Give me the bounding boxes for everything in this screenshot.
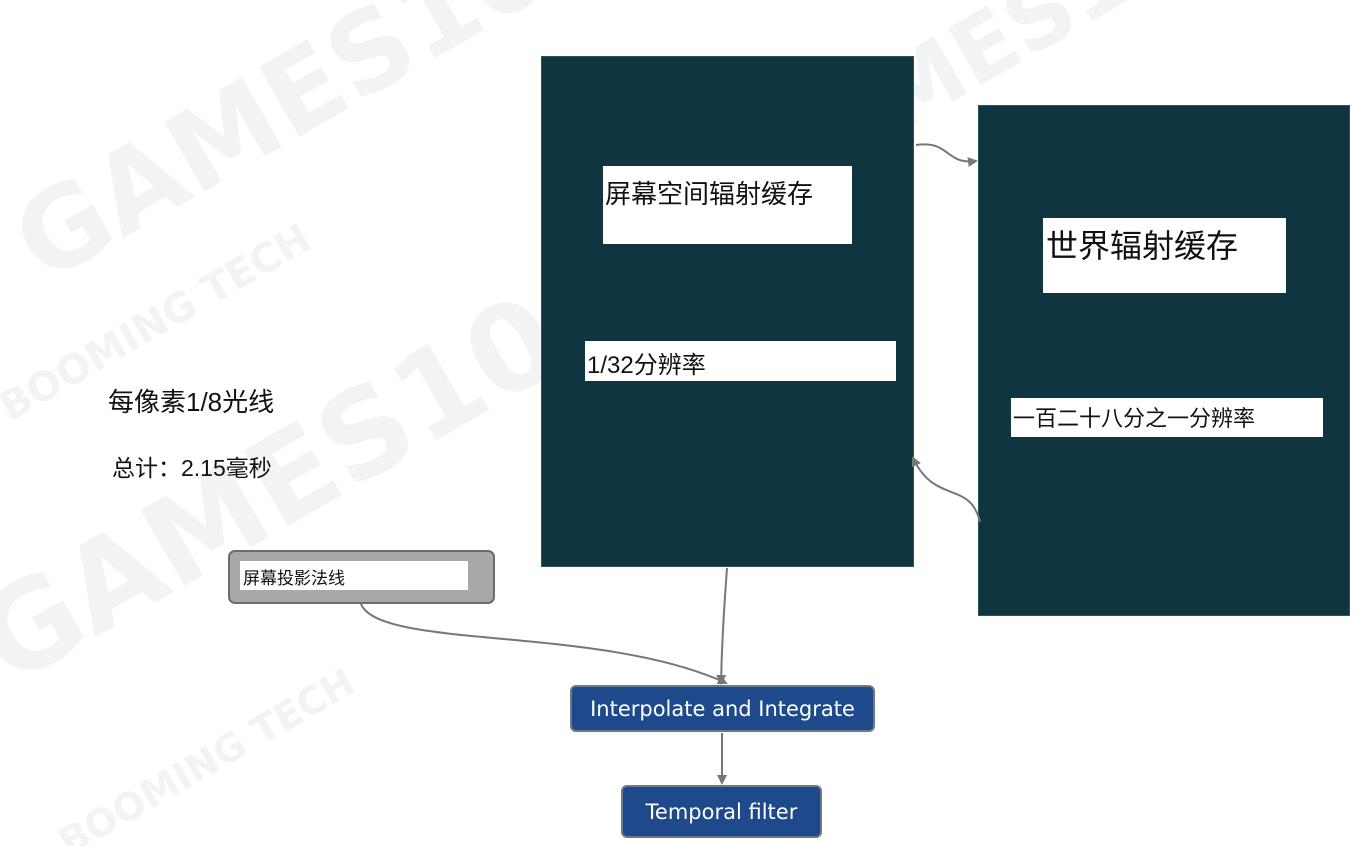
world-radiance-cache-box [978,105,1350,616]
world-radiance-cache-title: 世界辐射缓存 [1043,218,1286,293]
temporal-filter-node: Temporal filter [621,785,822,838]
arrow-screen-to-world-cache [915,143,978,167]
screen-radiance-cache-box [541,56,914,567]
rays-per-pixel-note: 每像素1/8光线 [108,387,275,417]
screen-radiance-cache-title: 屏幕空间辐射缓存 [603,166,852,244]
arrow-world-to-screen-cache [911,456,981,523]
arrow-screen-cache-to-interpolate [716,567,728,685]
total-time-note: 总计：2.15毫秒 [112,455,272,481]
arrow-normals-to-interpolate [360,603,728,685]
interpolate-integrate-node: Interpolate and Integrate [570,685,875,732]
world-radiance-cache-resolution: 一百二十八分之一分辨率 [1011,398,1323,437]
screen-radiance-cache-resolution: 1/32分辨率 [585,341,896,381]
screen-normals-label: 屏幕投影法线 [240,561,468,590]
